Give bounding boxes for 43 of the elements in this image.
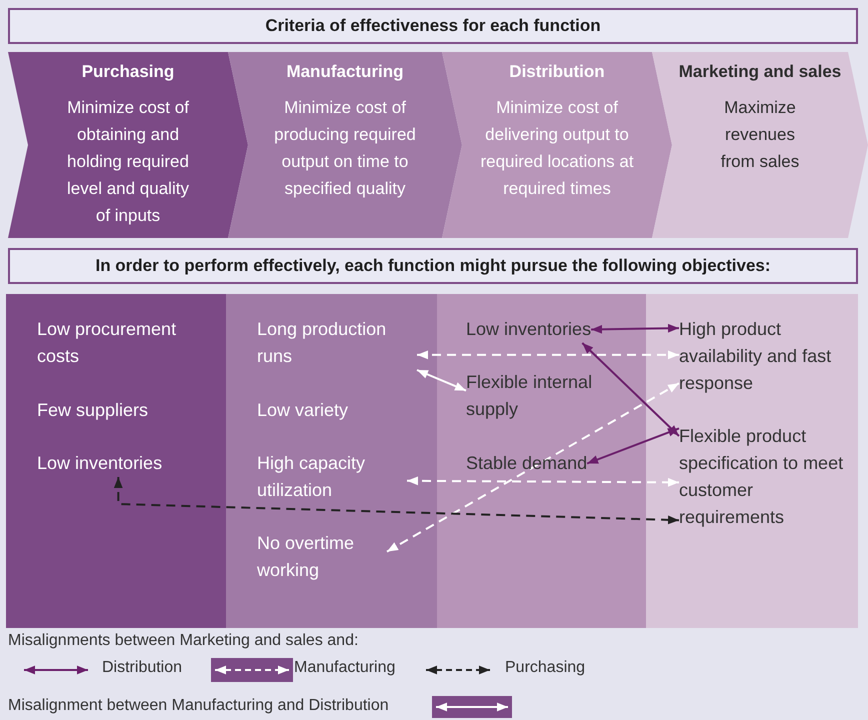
objective-text: Low inventories [466, 316, 592, 343]
chevron-shape [652, 52, 868, 238]
objective-text: Few suppliers [37, 397, 148, 424]
misalignment-arrow [407, 476, 679, 487]
legend-text: Purchasing [505, 659, 586, 677]
column-band [437, 294, 646, 628]
legend-text: Misalignment between Manufacturing and Distribution [8, 697, 389, 715]
header-banner: Criteria of effectiveness for each function [8, 8, 858, 44]
chevron-shape [228, 52, 462, 238]
column-band [226, 294, 437, 628]
misalignment-arrow [582, 342, 680, 437]
criterion-text: Minimize cost of delivering output to required locations at required times [479, 97, 635, 200]
criterion-text: Maximize revenues from sales [720, 97, 800, 173]
criterion-text: Minimize cost of obtaining and holding required level and quality of inputs [66, 97, 190, 227]
chevron-shape [8, 52, 248, 238]
objective-text: High capacity utilization [257, 450, 407, 504]
objective-text: Stable demand [466, 450, 588, 477]
misalignment-arrow [114, 477, 680, 524]
objective-text: High product availability and fast response [679, 316, 854, 397]
function-heading: Marketing and sales [678, 62, 842, 82]
legend-text: Manufacturing [294, 659, 396, 677]
function-heading: Purchasing [82, 62, 174, 82]
objective-text: Flexible internal supply [466, 369, 631, 423]
legend-heading: Misalignments between Marketing and sales and: [8, 632, 358, 650]
objective-text: Long production runs [257, 316, 417, 370]
function-heading: Distribution [509, 62, 605, 82]
misalignment-arrow [586, 427, 680, 464]
objective-text: No overtime working [257, 530, 387, 584]
criterion-text: Minimize cost of producing required output on time to specified quality [273, 97, 417, 200]
function-heading: Manufacturing [286, 62, 404, 82]
misalignment-arrow [386, 382, 680, 552]
objective-text: Low inventories [37, 450, 162, 477]
objective-text: Flexible product specification to meet customer requirements [679, 423, 844, 531]
chevron-shape [442, 52, 672, 238]
misalignment-arrow [416, 369, 466, 392]
column-band [646, 294, 858, 628]
misalignment-arrow [417, 350, 679, 360]
objective-text: Low procurement costs [37, 316, 207, 370]
legend-text: Distribution [102, 659, 182, 677]
objective-text: Low variety [257, 397, 348, 424]
header-banner: In order to perform effectively, each function might pursue the following objectives: [8, 248, 858, 284]
misalignment-arrow [591, 324, 680, 334]
column-band [6, 294, 226, 628]
